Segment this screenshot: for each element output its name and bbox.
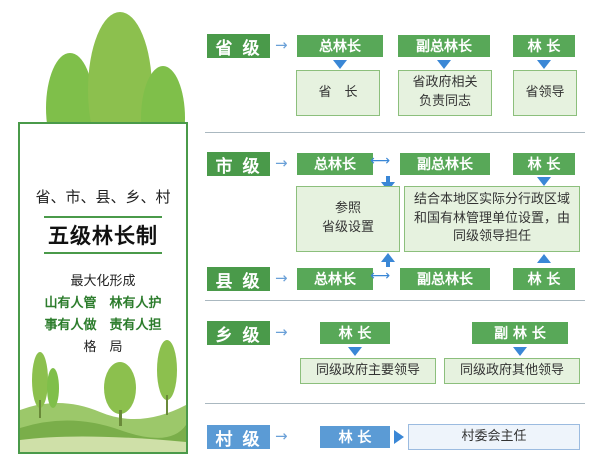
- role-deputy-chief: 副总林长: [400, 268, 490, 290]
- role-forest-chief: 林 长: [513, 268, 575, 290]
- box-local-setting: 结合本地区实际分行政区域和国有林管理单位设置，由同级领导担任: [404, 186, 580, 252]
- arrow-down-icon: [537, 60, 551, 69]
- box-town-main: 同级政府主要领导: [300, 358, 436, 384]
- divider: [205, 132, 585, 133]
- arrow-right-icon: →: [275, 323, 288, 341]
- left-title-underline: [44, 216, 162, 218]
- arrow-right-icon: →: [275, 269, 288, 287]
- role-deputy-chief: 副总林长: [398, 35, 490, 57]
- arrow-down-icon: [333, 60, 347, 69]
- level-province: 省 级: [207, 34, 270, 59]
- arrow-right-icon: →: [275, 427, 288, 445]
- role-forest-chief: 林 长: [320, 322, 390, 344]
- box-village-head: 村委会主任: [408, 424, 580, 450]
- role-chief: 总林长: [297, 153, 373, 175]
- double-arrow-icon: ⟷: [370, 268, 391, 284]
- left-info-panel: [18, 122, 188, 454]
- arrow-right-icon: →: [275, 36, 288, 54]
- left-title-levels: 省、市、县、乡、村: [35, 188, 171, 206]
- left-title-system: 五级林长制: [48, 224, 158, 248]
- arrow-down-icon: [513, 347, 527, 356]
- divider: [205, 403, 585, 404]
- role-forest-chief: 林 长: [320, 426, 390, 448]
- box-province-leader: 省领导: [513, 70, 577, 116]
- double-arrow-icon: ⟷: [370, 153, 391, 169]
- role-forest-chief: 林 长: [513, 35, 575, 57]
- arrow-up-icon: [381, 253, 395, 262]
- level-county: 县 级: [207, 267, 270, 292]
- level-township: 乡 级: [207, 321, 270, 346]
- divider: [205, 300, 585, 301]
- left-slogan-2: 事有人做 责有人担: [44, 318, 162, 333]
- landscape-illustration: [20, 340, 186, 452]
- role-chief: 总林长: [297, 268, 373, 290]
- role-deputy-chief: 副总林长: [400, 153, 490, 175]
- arrow-down-icon: [537, 177, 551, 186]
- level-city: 市 级: [207, 152, 270, 177]
- left-title-underline-2: [44, 252, 162, 254]
- arrow-down-icon: [437, 60, 451, 69]
- role-deputy-forest-chief: 副 林 长: [472, 322, 568, 344]
- level-village: 村 级: [207, 425, 270, 450]
- connector: [386, 261, 390, 267]
- box-ref-province: 参照 省级设置: [296, 186, 400, 252]
- connector: [386, 176, 390, 184]
- arrow-right-icon: →: [275, 154, 288, 172]
- left-subtitle: 最大化形成: [70, 274, 136, 289]
- role-chief: 总林长: [297, 35, 383, 57]
- left-slogan-1: 山有人管 林有人护: [44, 296, 162, 311]
- role-forest-chief: 林 长: [513, 153, 575, 175]
- arrow-up-icon: [537, 254, 551, 263]
- box-town-other: 同级政府其他领导: [444, 358, 580, 384]
- left-slogan-3: 格 局: [83, 340, 123, 355]
- box-province-governor: 省 长: [296, 70, 380, 116]
- box-province-related: 省政府相关 负责同志: [398, 70, 492, 116]
- arrow-down-icon: [348, 347, 362, 356]
- arrow-right-icon: [394, 430, 404, 444]
